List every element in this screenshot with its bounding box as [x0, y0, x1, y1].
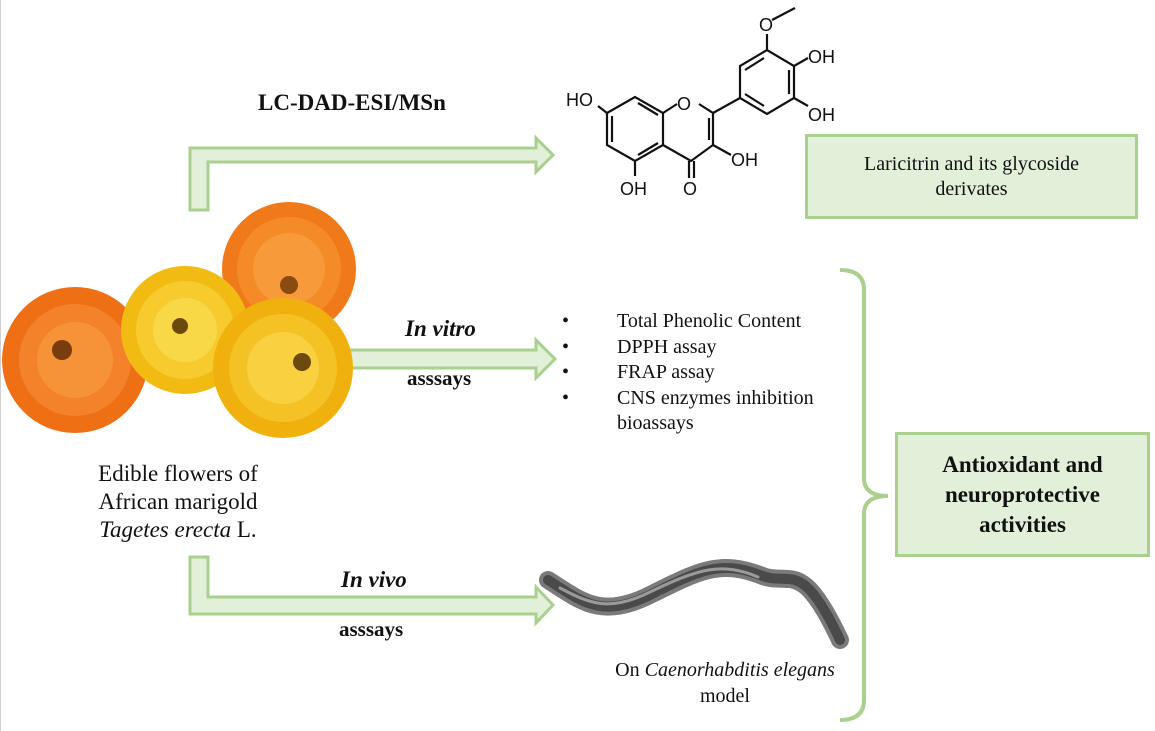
- bullet-icon: •: [562, 335, 570, 358]
- laricitrin-box-line2: derivates: [935, 177, 1008, 200]
- left-border-line: [0, 0, 1, 731]
- flower-caption: Edible flowers of African marigold Taget…: [48, 460, 308, 544]
- flower-caption-line2: African marigold: [98, 489, 258, 514]
- laricitrin-box-line1: Laricitrin and its glycoside: [864, 152, 1079, 175]
- bullet-icon: •: [562, 361, 570, 383]
- in-vitro-assays-label: asssays: [407, 366, 472, 390]
- laricitrin-structure: [597, 7, 809, 178]
- atom-oh-5: OH: [620, 179, 647, 199]
- atom-oh-5prime: OH: [808, 105, 835, 125]
- in-vivo-assays-label: asssays: [339, 617, 404, 641]
- assay-item-3: • FRAP assay: [562, 360, 814, 386]
- arrow-in-vivo: [188, 555, 556, 627]
- yellow-flower-front: [213, 298, 353, 438]
- worm-species: Caenorhabditis elegans: [644, 659, 835, 681]
- orange-flower-back: [222, 202, 356, 336]
- bullet-icon: •: [562, 310, 570, 332]
- worm-caption-line1: On Caenorhabditis elegans: [615, 659, 835, 681]
- lc-dad-esi-msn-label: LC-DAD-ESI/MSn: [258, 90, 446, 115]
- flower-caption-line3: Tagetes erecta L.: [48, 516, 308, 544]
- atom-ho-7: HO: [566, 90, 593, 110]
- assay-item-2: • DPPH assay: [562, 335, 814, 361]
- laricitrin-atom-labels: HO O O OH OH OH OH O: [566, 15, 835, 199]
- in-vitro-label: In vitro: [405, 316, 476, 341]
- assay-list: • Total Phenolic Content • DPPH assay • …: [562, 309, 814, 437]
- worm-caption: On Caenorhabditis elegans model: [590, 657, 860, 709]
- yellow-flower-middle: [121, 266, 249, 394]
- laricitrin-box: Laricitrin and its glycoside derivates: [805, 134, 1138, 219]
- result-box-line2: neuroprotective: [944, 481, 1100, 507]
- bullet-icon: •: [562, 386, 570, 409]
- assay-item-4: • CNS enzymes inhibition: [562, 386, 814, 412]
- worm-caption-line2: model: [700, 685, 750, 707]
- arrow-in-vitro: [348, 336, 558, 382]
- species-name: Tagetes erecta: [99, 517, 232, 542]
- orange-flower-left: [2, 287, 148, 433]
- marigold-flowers-image: [2, 202, 356, 438]
- result-box: Antioxidant and neuroprotective activiti…: [895, 432, 1150, 557]
- arrow-to-molecule: [188, 134, 556, 212]
- c-elegans-worm-image: [539, 559, 849, 649]
- curly-brace: [839, 268, 889, 722]
- species-author: L.: [231, 517, 257, 542]
- atom-oh-4prime: OH: [808, 47, 835, 67]
- atom-oh-3: OH: [731, 150, 758, 170]
- result-box-line3: activities: [979, 511, 1066, 537]
- atom-o-carbonyl: O: [683, 179, 697, 199]
- result-box-line1: Antioxidant and: [942, 451, 1103, 477]
- assay-item-1: • Total Phenolic Content: [562, 309, 814, 335]
- atom-o-ring: O: [677, 94, 691, 114]
- atom-o-methoxy: O: [759, 15, 773, 35]
- in-vivo-label: In vivo: [341, 567, 407, 592]
- flower-caption-line1: Edible flowers of: [98, 461, 258, 486]
- assay-item-4-continuation: bioassays: [617, 412, 694, 434]
